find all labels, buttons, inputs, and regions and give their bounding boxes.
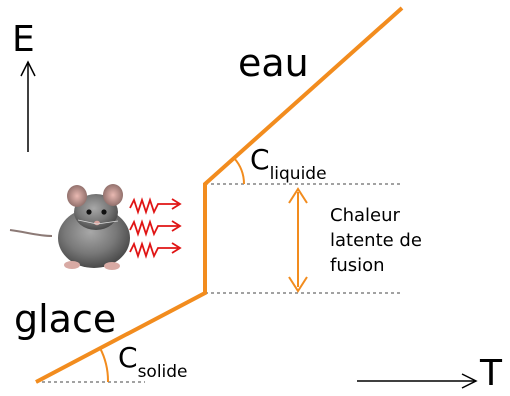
liquid-heat-capacity-symbol: C xyxy=(250,143,270,176)
temperature-axis-arrow xyxy=(357,373,478,389)
heat-wave-icon xyxy=(129,197,182,259)
latent-heat-arrow xyxy=(288,187,308,293)
temperature-axis-label: T xyxy=(480,353,502,394)
energy-axis-label: E xyxy=(12,19,35,60)
water-phase-label: eau xyxy=(238,41,309,85)
energy-axis-arrow xyxy=(20,60,36,152)
latent-heat-annotation: Chaleur latente de fusion xyxy=(330,203,480,278)
dashed-reference-lines xyxy=(36,183,400,383)
mouse-icon xyxy=(9,184,130,270)
solid-slope-arc xyxy=(99,347,110,383)
latent-heat-line-3: fusion xyxy=(330,255,385,276)
latent-heat-line-1: Chaleur xyxy=(330,205,400,226)
solid-heat-capacity-symbol: C xyxy=(118,341,138,374)
ice-phase-label: glace xyxy=(14,297,117,341)
solid-heat-capacity-subscript: solide xyxy=(137,362,188,382)
latent-heat-line-2: latente de xyxy=(330,230,422,251)
liquid-slope-arc xyxy=(233,157,245,185)
solid-heat-capacity-label: Csolide xyxy=(118,341,188,381)
liquid-heat-capacity-subscript: liquide xyxy=(269,164,327,184)
heating-curve xyxy=(35,6,404,384)
liquid-heat-capacity-label: Cliquide xyxy=(250,143,327,183)
